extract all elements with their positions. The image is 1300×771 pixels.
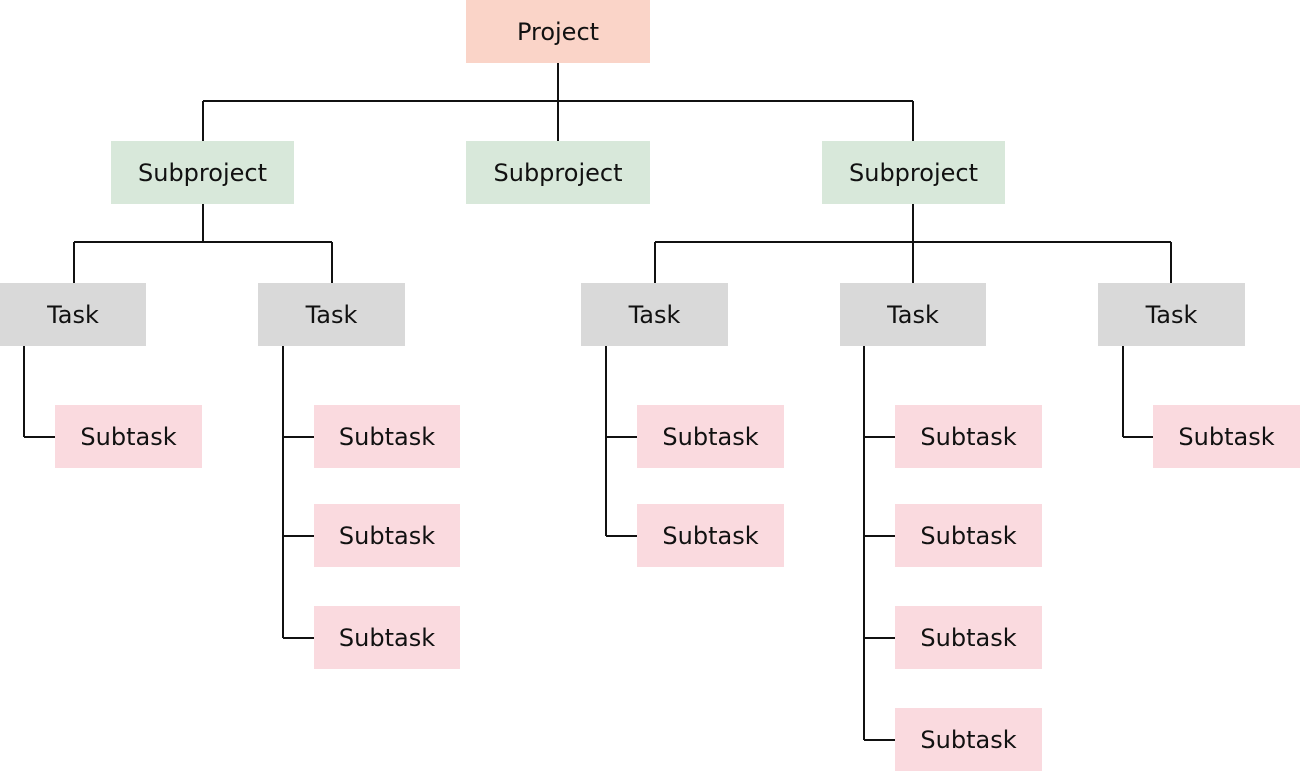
subtask-node: Subtask: [637, 405, 784, 468]
subtask-label: Subtask: [920, 725, 1017, 754]
task-label: Task: [47, 300, 99, 329]
subtask-label: Subtask: [920, 521, 1017, 550]
subproject-node: Subproject: [466, 141, 650, 204]
subtask-label: Subtask: [920, 623, 1017, 652]
subtask-node: Subtask: [895, 405, 1042, 468]
subproject-label: Subproject: [138, 158, 267, 187]
subtask-node: Subtask: [314, 606, 460, 669]
subtask-label: Subtask: [338, 623, 436, 652]
task-node: Task: [258, 283, 405, 346]
subtask-node: Subtask: [314, 405, 460, 468]
subtask-node: Subtask: [55, 405, 202, 468]
subtask-node: Subtask: [314, 504, 460, 567]
task-label: Task: [887, 300, 939, 329]
task-node: Task: [581, 283, 728, 346]
subtask-node: Subtask: [895, 606, 1042, 669]
subtask-label: Subtask: [920, 422, 1017, 451]
subtask-label: Subtask: [80, 422, 177, 451]
subtask-label: Subtask: [1178, 422, 1275, 451]
task-label: Task: [1145, 300, 1198, 329]
task-node: Task: [0, 283, 146, 346]
subproject-node: Subproject: [111, 141, 294, 204]
task-label: Task: [305, 300, 358, 329]
subproject-label: Subproject: [493, 158, 623, 187]
subtask-label: Subtask: [338, 521, 436, 550]
subproject-label: Subproject: [849, 158, 978, 187]
task-label: Task: [628, 300, 681, 329]
subproject-node: Subproject: [822, 141, 1005, 204]
subtask-label: Subtask: [338, 422, 436, 451]
subtask-node: Subtask: [637, 504, 784, 567]
project-label: Project: [516, 17, 600, 46]
subtask-label: Subtask: [662, 521, 759, 550]
project-node: Project: [466, 0, 650, 63]
task-node: Task: [840, 283, 986, 346]
subtask-label: Subtask: [662, 422, 759, 451]
task-node: Task: [1098, 283, 1245, 346]
subtask-node: Subtask: [895, 504, 1042, 567]
subtask-node: Subtask: [895, 708, 1042, 771]
subtask-node: Subtask: [1153, 405, 1300, 468]
